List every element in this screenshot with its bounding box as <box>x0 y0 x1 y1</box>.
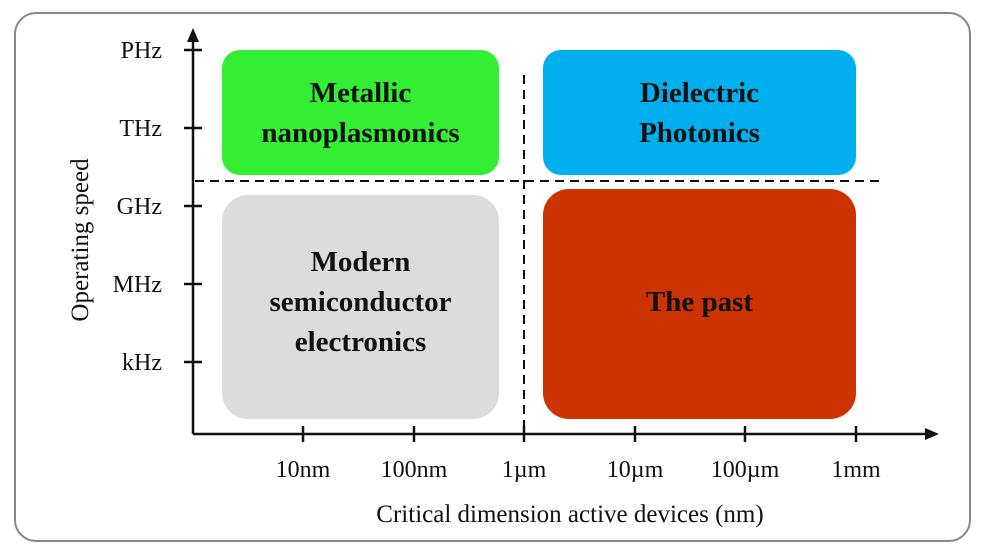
x-axis-title: Critical dimension active devices (nm) <box>376 501 763 528</box>
x-tick-label-100nm: 100nm <box>381 457 448 483</box>
region-box-dielectric <box>543 50 856 175</box>
y-axis-arrow-icon <box>187 28 199 42</box>
region-box-metallic <box>222 50 499 175</box>
x-tick-label-1mm: 1mm <box>831 457 881 483</box>
y-tick-label-ghz: GHz <box>117 194 162 220</box>
x-tick-label-10nm: 10nm <box>276 457 331 483</box>
region-label-past: The past <box>645 286 754 318</box>
x-axis-arrow-icon <box>925 428 939 440</box>
region-box-past <box>543 189 856 419</box>
y-axis-title: Operating speed <box>67 158 94 322</box>
y-tick-label-thz: THz <box>119 116 162 142</box>
y-tick-label-khz: kHz <box>122 350 162 376</box>
y-tick-label-mhz: MHz <box>113 272 162 298</box>
region-box-modern <box>222 195 499 419</box>
region-label-dielectric: Dielectric Photonics <box>639 76 760 149</box>
x-tick-label-1um: 1µm <box>502 457 547 483</box>
x-tick-label-100um: 100µm <box>711 457 780 483</box>
x-axis-ticks <box>301 426 858 442</box>
x-tick-label-10um: 10µm <box>607 457 664 483</box>
y-axis-ticks <box>184 48 202 364</box>
region-label-metallic: Metallic nanoplasmonics <box>261 76 460 149</box>
region-label-modern: Modern semiconductor electronics <box>269 246 452 358</box>
y-tick-label-phz: PHz <box>121 38 162 64</box>
